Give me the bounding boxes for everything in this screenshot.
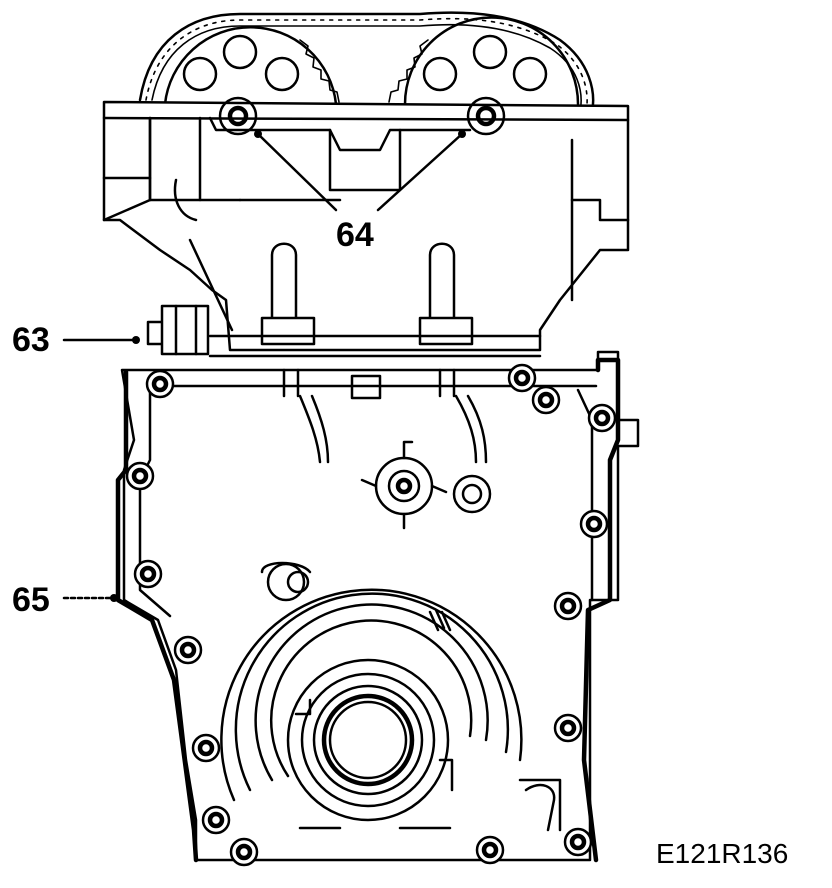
callout-63-label: 63 [12,321,50,359]
valve-tubes [208,242,542,358]
idler-pulley [260,440,492,602]
coolant-pipes [282,368,488,464]
leader-65 [62,594,118,602]
timing-chain [138,11,595,114]
connector-63 [146,304,210,356]
right-camshaft-sprocket [388,16,580,106]
leader-63 [62,336,140,344]
leader-64 [254,130,466,212]
left-camshaft-sprocket [163,26,340,106]
figure-id: E121R136 [656,838,789,869]
cylinder-head [102,96,630,352]
crankshaft-seal-housing [220,588,562,832]
callout-65-label: 65 [12,581,50,619]
callout-64-label: 64 [336,216,374,254]
